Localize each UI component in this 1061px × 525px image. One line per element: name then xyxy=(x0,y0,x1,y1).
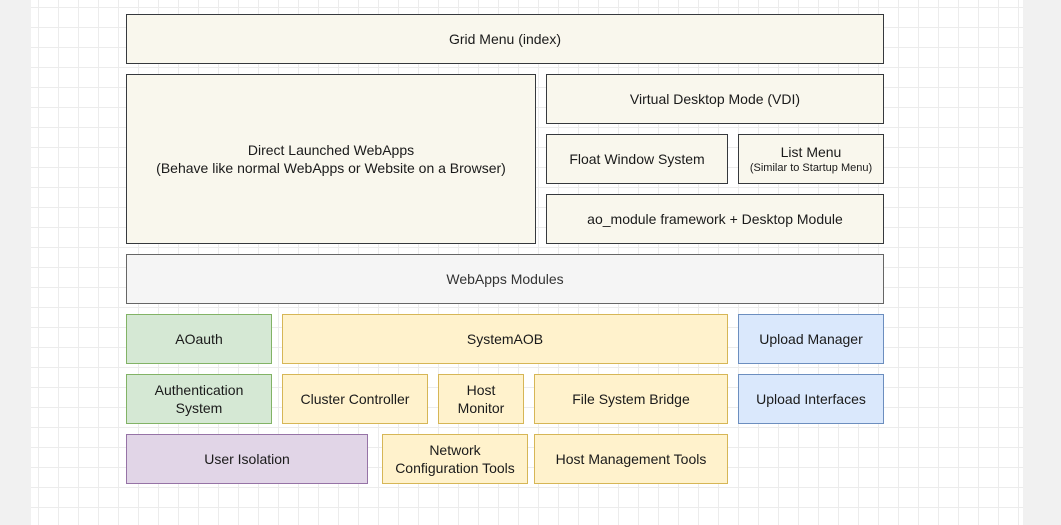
list-menu-box[interactable]: List Menu (Similar to Startup Menu) xyxy=(738,134,884,184)
network-config-label-line1: Network xyxy=(429,441,480,459)
authentication-box[interactable]: Authentication System xyxy=(126,374,272,424)
vdi-box[interactable]: Virtual Desktop Mode (VDI) xyxy=(546,74,884,124)
host-management-label: Host Management Tools xyxy=(556,450,707,468)
systemaob-box[interactable]: SystemAOB xyxy=(282,314,728,364)
ao-module-box[interactable]: ao_module framework + Desktop Module xyxy=(546,194,884,244)
host-monitor-label-line1: Host xyxy=(467,381,496,399)
authentication-label-line1: Authentication xyxy=(155,381,244,399)
network-config-label-line2: Configuration Tools xyxy=(395,459,515,477)
grid-menu-box[interactable]: Grid Menu (index) xyxy=(126,14,884,64)
aoauth-label: AOauth xyxy=(175,330,222,348)
list-menu-title: List Menu xyxy=(781,143,842,161)
user-isolation-box[interactable]: User Isolation xyxy=(126,434,368,484)
systemaob-label: SystemAOB xyxy=(467,330,543,348)
list-menu-subtitle: (Similar to Startup Menu) xyxy=(750,161,872,175)
user-isolation-label: User Isolation xyxy=(204,450,290,468)
upload-interfaces-label: Upload Interfaces xyxy=(756,390,866,408)
ao-module-label: ao_module framework + Desktop Module xyxy=(587,210,843,228)
vdi-label: Virtual Desktop Mode (VDI) xyxy=(630,90,800,108)
webapps-modules-label: WebApps Modules xyxy=(446,270,563,288)
host-management-box[interactable]: Host Management Tools xyxy=(534,434,728,484)
file-system-bridge-box[interactable]: File System Bridge xyxy=(534,374,728,424)
authentication-label-line2: System xyxy=(176,399,223,417)
direct-webapps-title: Direct Launched WebApps xyxy=(248,141,414,159)
grid-menu-label: Grid Menu (index) xyxy=(449,30,561,48)
upload-manager-box[interactable]: Upload Manager xyxy=(738,314,884,364)
float-window-box[interactable]: Float Window System xyxy=(546,134,728,184)
direct-webapps-subtitle: (Behave like normal WebApps or Website o… xyxy=(156,159,506,177)
aoauth-box[interactable]: AOauth xyxy=(126,314,272,364)
upload-manager-label: Upload Manager xyxy=(759,330,863,348)
float-window-label: Float Window System xyxy=(569,150,704,168)
webapps-modules-box[interactable]: WebApps Modules xyxy=(126,254,884,304)
upload-interfaces-box[interactable]: Upload Interfaces xyxy=(738,374,884,424)
cluster-controller-box[interactable]: Cluster Controller xyxy=(282,374,428,424)
network-config-box[interactable]: Network Configuration Tools xyxy=(382,434,528,484)
host-monitor-box[interactable]: Host Monitor xyxy=(438,374,524,424)
file-system-bridge-label: File System Bridge xyxy=(572,390,689,408)
host-monitor-label-line2: Monitor xyxy=(458,399,505,417)
direct-webapps-box[interactable]: Direct Launched WebApps (Behave like nor… xyxy=(126,74,536,244)
cluster-controller-label: Cluster Controller xyxy=(301,390,410,408)
